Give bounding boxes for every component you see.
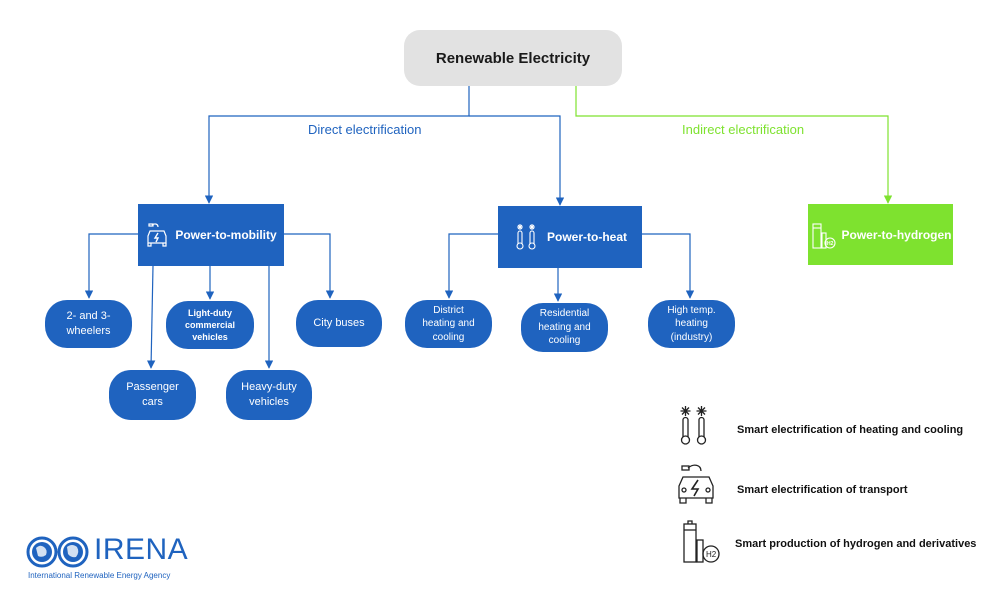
leaf-residential-heating-cooling: Residential heating and cooling (521, 303, 608, 352)
thermometer-snowflake-icon (516, 224, 536, 250)
connector-direct-heat (469, 115, 565, 206)
legend-label-hydrogen: Smart production of hydrogen and derivat… (735, 538, 977, 550)
connector-root-indirect (575, 86, 893, 204)
globe-icon (26, 536, 89, 568)
leaf-city-buses: City buses (296, 300, 382, 347)
car-plug-icon (678, 464, 714, 504)
car-plug-icon (147, 223, 167, 247)
svg-text:H2: H2 (706, 550, 717, 559)
hydrogen-tank-icon: H2 (811, 222, 836, 249)
leaf-heavy-duty-vehicles: Heavy-duty vehicles (226, 370, 312, 420)
power-to-hydrogen-node: H2 Power-to-hydrogen (808, 204, 953, 265)
connector-mobility-2wheelers (84, 233, 138, 299)
root-label: Renewable Electricity (435, 49, 591, 67)
power-to-heat-label: Power-to-heat (546, 230, 627, 244)
connector-mobility-passenger (146, 265, 156, 369)
power-to-heat-node: Power-to-heat (498, 206, 642, 268)
hydrogen-tank-icon: H2 (683, 520, 720, 563)
root-node: Renewable Electricity (404, 30, 622, 86)
leaf-light-duty-commercial-vehicles: Light-duty commercial vehicles (166, 301, 254, 349)
indirect-branch-label: Indirect electrification (682, 122, 805, 137)
irena-logo: IRENA International Renewable Energy Age… (26, 533, 206, 584)
connector-heat-hightemp (642, 233, 695, 299)
logo-subtitle: International Renewable Energy Agency (28, 571, 171, 580)
legend: Smart electrification of heating and coo… (672, 402, 992, 572)
thermometer-snowflake-icon (680, 406, 707, 445)
leaf-high-temp-heating-industry: High temp. heating (industry) (648, 300, 735, 348)
legend-label-heating: Smart electrification of heating and coo… (737, 424, 964, 436)
connector-heat-district (444, 233, 498, 299)
logo-wordmark: IRENA (94, 533, 189, 566)
connector-root-direct (204, 86, 470, 204)
power-to-mobility-node: Power-to-mobility (138, 204, 284, 266)
power-to-hydrogen-label: Power-to-hydrogen (841, 227, 952, 242)
direct-branch-label: Direct electrification (308, 122, 422, 137)
leaf-district-heating-cooling: District heating and cooling (405, 300, 492, 348)
power-to-mobility-label: Power-to-mobility (175, 228, 277, 242)
leaf-passenger-cars: Passenger cars (109, 370, 196, 420)
leaf-2-and-3-wheelers: 2- and 3- wheelers (45, 300, 132, 348)
connector-mobility-citybuses (284, 233, 335, 299)
legend-label-transport: Smart electrification of transport (737, 484, 908, 496)
svg-text:H2: H2 (827, 241, 834, 247)
